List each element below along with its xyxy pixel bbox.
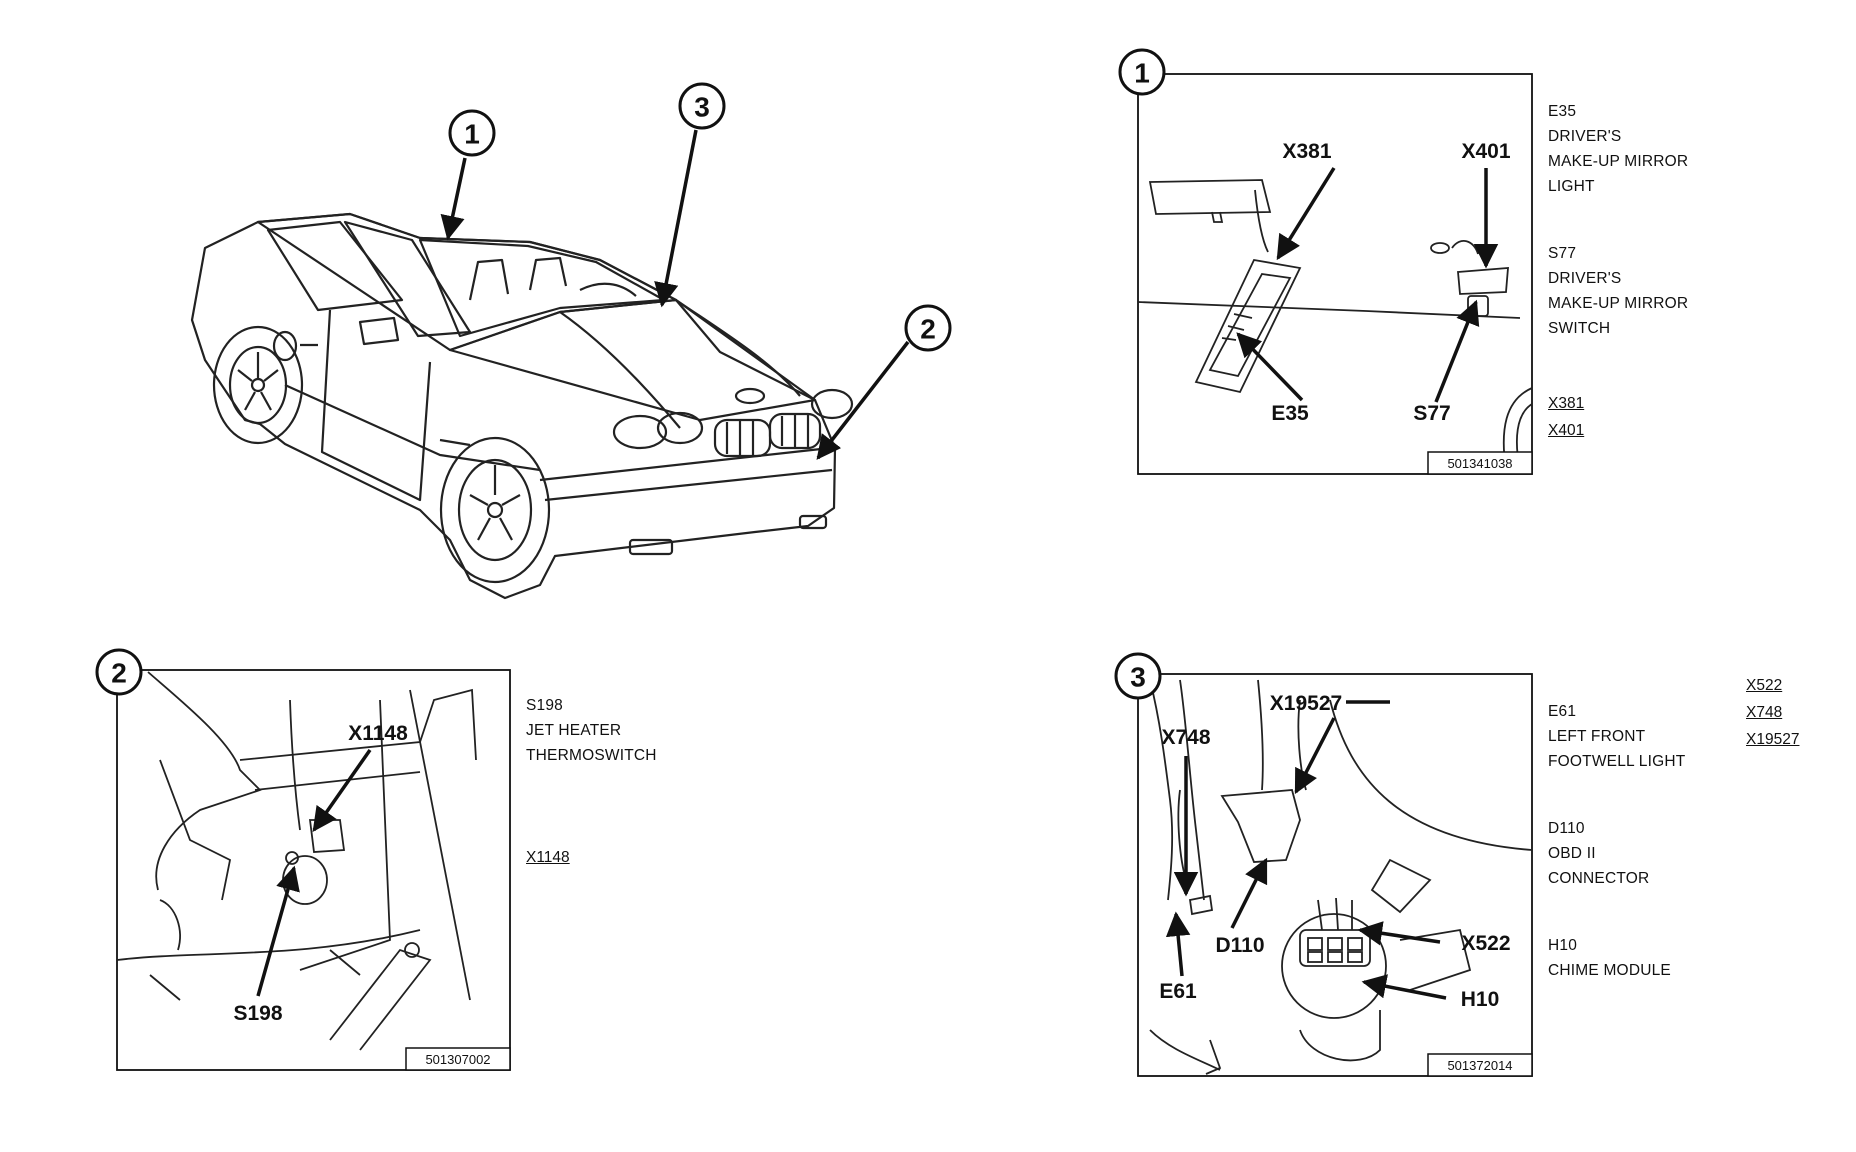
svg-text:2: 2 [111,658,127,689]
overview-callout-1: 1 [448,109,496,157]
panel-1: 1 501341038 X381 X401 E35 S77 [1118,48,1533,475]
svg-text:3: 3 [1130,662,1146,693]
label-s198: S198 [233,1002,282,1025]
panel3-ref-id: 501372014 [1447,1058,1512,1073]
label-x19527: X19527 [1270,692,1342,715]
description-d110: D110 OBD II CONNECTOR [1548,820,1650,887]
description-h10: H10 CHIME MODULE [1548,937,1671,979]
overview-callout-2: 2 [904,304,952,352]
code-x381: X381 [1548,395,1585,412]
svg-text:1: 1 [464,119,480,150]
label-e61: E61 [1159,980,1197,1003]
panel1-codes: X381 X401 [1548,390,1584,444]
label-d110: D110 [1215,934,1264,957]
label-s77: S77 [1413,402,1450,425]
label-x1148: X1148 [348,722,408,745]
svg-text:1: 1 [1134,58,1150,89]
description-e61: E61 LEFT FRONT FOOTWELL LIGHT [1548,703,1686,770]
description-s77: S77 DRIVER'S MAKE-UP MIRROR SWITCH [1548,245,1689,337]
panel1-descriptions: E35 DRIVER'S MAKE-UP MIRROR LIGHT S77 DR… [1548,74,1688,383]
car-illustration [190,212,854,600]
overview-pointer-3 [654,129,698,308]
code-x401: X401 [1548,422,1585,439]
panel1-ref-id: 501341038 [1447,456,1512,471]
svg-text:3: 3 [694,92,710,123]
panel-2: 2 501307002 X1148 S198 [95,648,511,1071]
label-x748: X748 [1161,726,1210,749]
description-e35: E35 DRIVER'S MAKE-UP MIRROR LIGHT [1548,103,1689,195]
code-x748: X748 [1746,704,1783,721]
overview-callout-3: 3 [678,82,726,130]
label-x381: X381 [1282,140,1331,163]
panel3-codes: X522 X748 X19527 [1746,672,1799,753]
panel3-descriptions: E61 LEFT FRONT FOOTWELL LIGHT D110 OBD I… [1548,674,1685,1025]
panel2-codes: X1148 [526,844,570,871]
label-h10: H10 [1461,988,1500,1011]
label-x401: X401 [1461,140,1510,163]
label-e35: E35 [1271,402,1309,425]
description-s198: S198 JET HEATER THERMOSWITCH [526,697,657,764]
code-x19527: X19527 [1746,731,1800,748]
label-x522: X522 [1461,932,1510,955]
panel2-ref-id: 501307002 [425,1052,490,1067]
code-x522: X522 [1746,677,1783,694]
overview-pointer-2 [816,340,910,460]
overview-pointer-1 [440,157,467,241]
panel2-descriptions: S198 JET HEATER THERMOSWITCH [526,668,657,810]
svg-text:2: 2 [920,314,936,345]
panel-3: 3 501372014 X748 X19527 D110 X522 E61 H1… [1114,652,1533,1077]
code-x1148: X1148 [526,849,570,866]
